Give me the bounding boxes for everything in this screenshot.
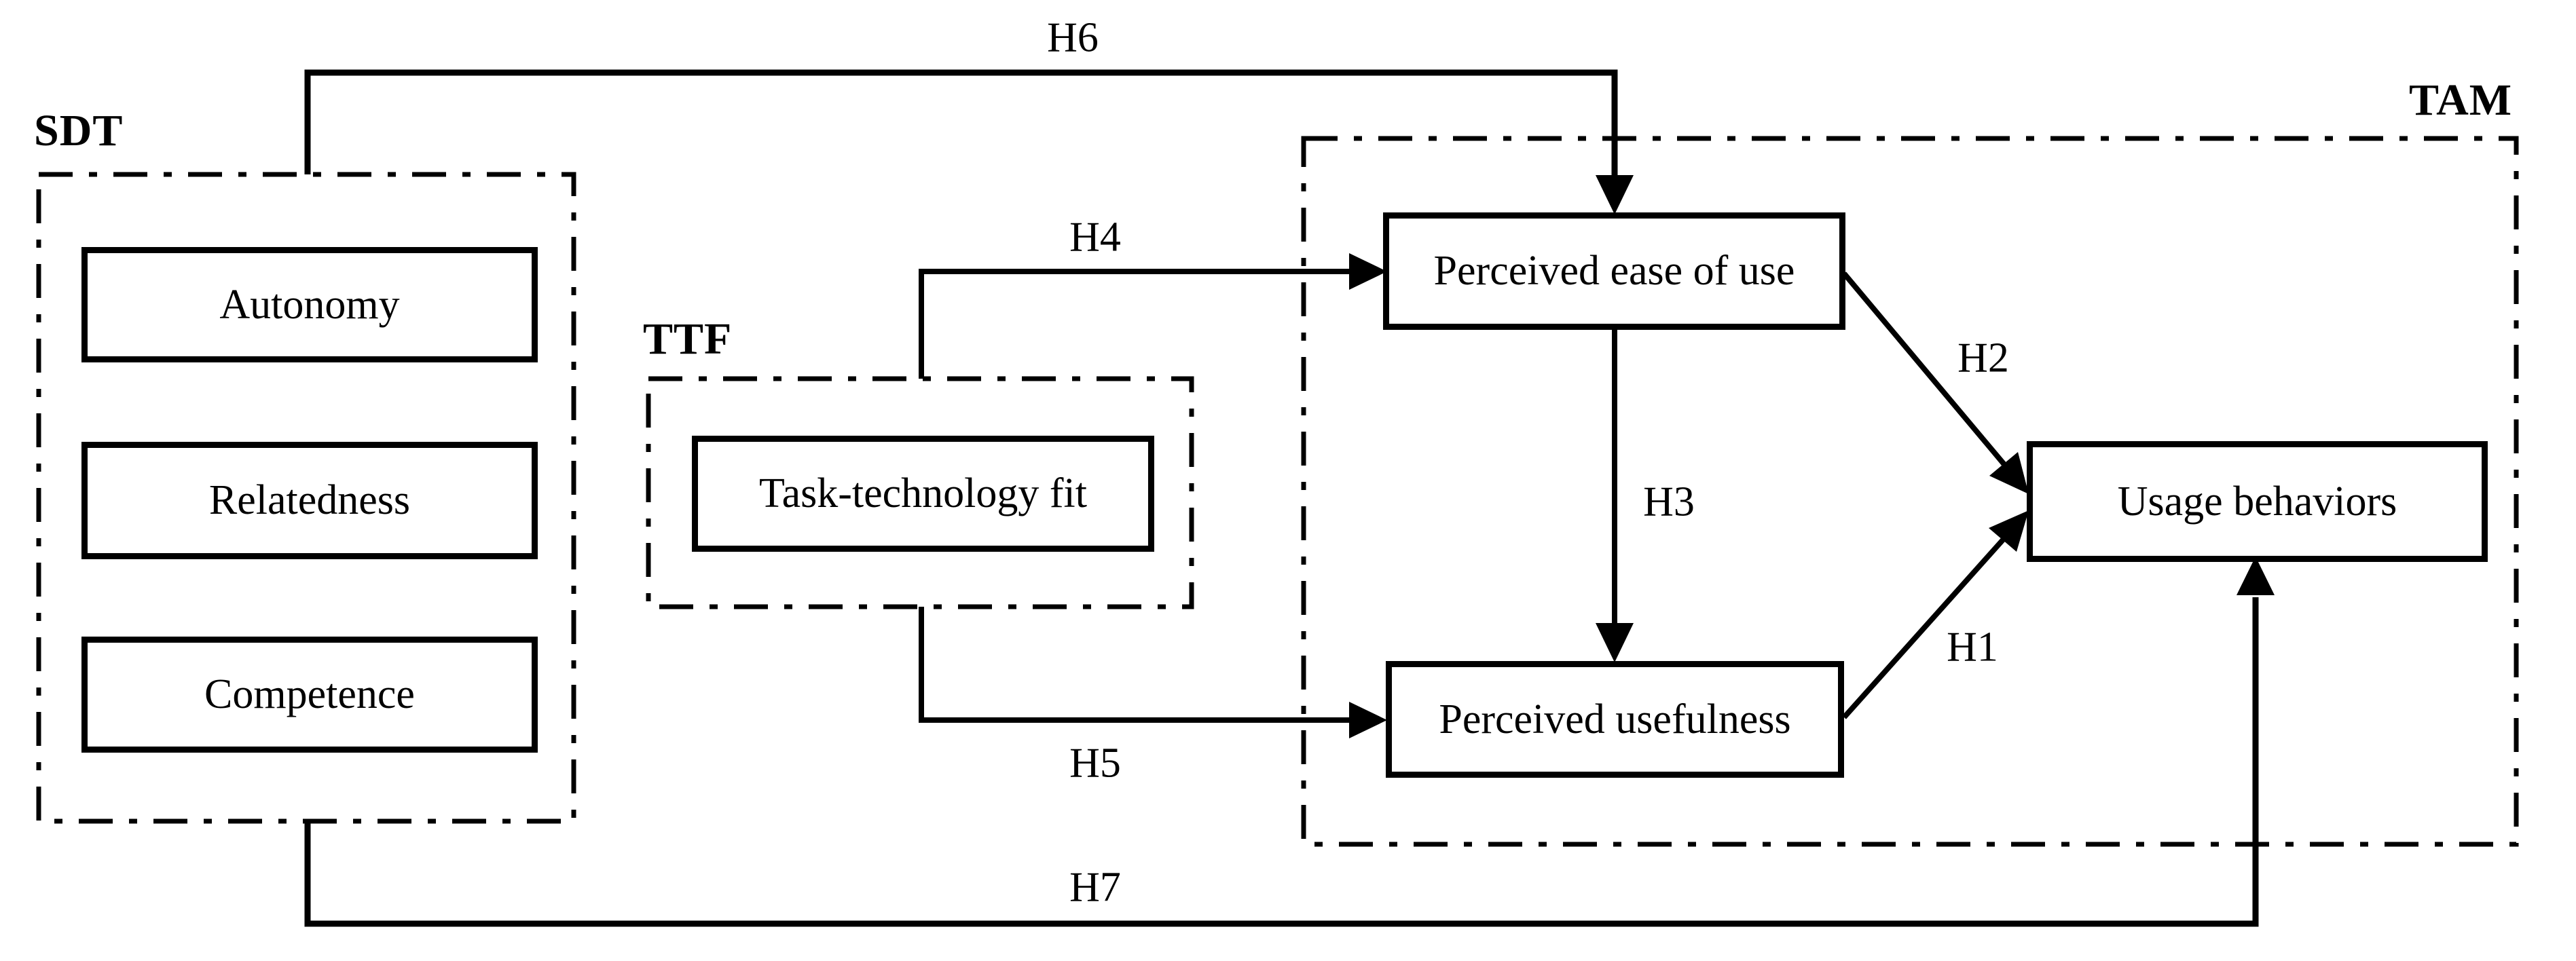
node-usage-behaviors: Usage behaviors	[2027, 441, 2488, 562]
ttf-group-label: TTF	[643, 314, 733, 364]
node-relatedness: Relatedness	[81, 442, 538, 559]
tam-group-border	[1301, 136, 2519, 847]
tam-group-label: TAM	[2409, 75, 2513, 125]
h1-label: H1	[1947, 624, 1998, 671]
h2-label: H2	[1957, 335, 2009, 381]
h1-arrow	[1842, 510, 2029, 719]
h3-label: H3	[1643, 478, 1695, 525]
h7-arrow	[304, 557, 2275, 927]
h5-arrow	[919, 607, 1387, 738]
h5-label: H5	[1069, 740, 1121, 787]
h3-arrow	[1596, 330, 1634, 662]
ttf-group-border	[646, 376, 1194, 609]
h6-arrow	[304, 69, 1634, 214]
h6-label: H6	[1047, 14, 1099, 61]
h2-arrow	[1841, 271, 2029, 494]
node-task-technology-fit: Task-technology fit	[692, 436, 1154, 552]
sdt-group-label: SDT	[34, 106, 124, 155]
h4-label: H4	[1069, 214, 1121, 261]
node-competence: Competence	[81, 637, 538, 753]
h7-label: H7	[1069, 864, 1121, 911]
h4-arrow	[919, 253, 1387, 379]
node-perceived-usefulness: Perceived usefulness	[1386, 661, 1844, 778]
node-perceived-ease-of-use: Perceived ease of use	[1383, 212, 1845, 330]
node-autonomy: Autonomy	[81, 247, 538, 362]
